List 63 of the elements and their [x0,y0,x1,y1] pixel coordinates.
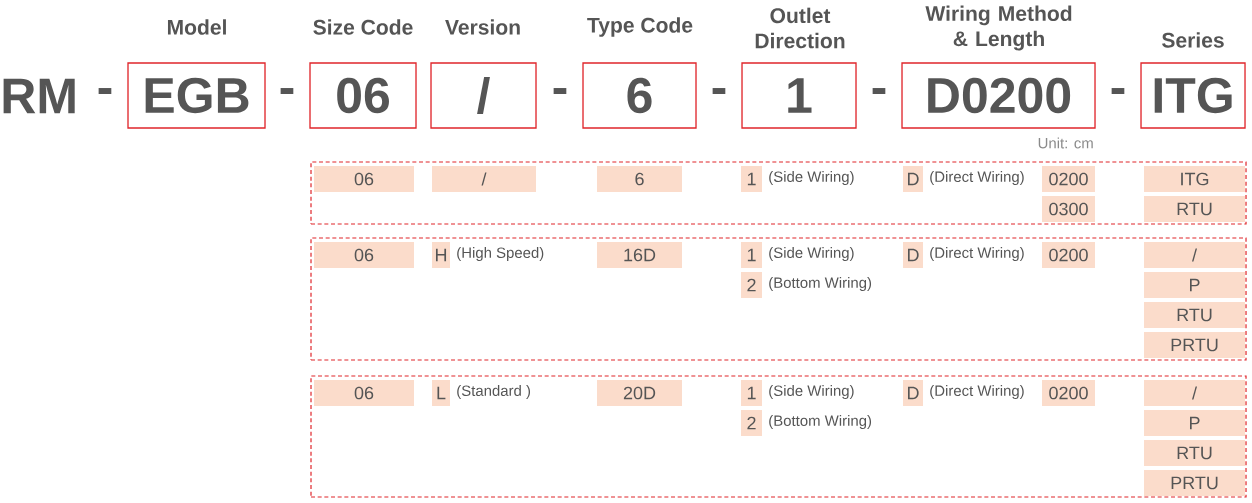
column-heading: Size Code [313,19,413,35]
description-text: (Bottom Wiring) [769,415,872,429]
code-cell: 0300 [1042,196,1095,222]
code-cell: 0200 [1042,242,1095,268]
dashed-group-box [310,237,1247,361]
description-text: (Direct Wiring) [930,247,1024,261]
column-heading: Outlet Direction [755,7,845,49]
description-text: (Side Wiring) [769,385,854,399]
code-cell: PRTU [1144,470,1245,496]
code-cell: D [903,242,923,268]
code-cell: P [1144,410,1245,436]
code-cell: / [432,166,536,192]
code-cell: 2 [741,410,762,436]
code-cell: RTU [1144,196,1245,222]
code-cell: 1 [741,166,762,192]
description-text: (Side Wiring) [769,247,854,261]
code-box: 1 [741,62,857,129]
code-box: 6 [582,62,697,129]
code-box: / [430,62,537,129]
code-cell: / [1144,242,1245,268]
description-text: (Direct Wiring) [930,385,1024,399]
code-cell: 06 [314,242,414,268]
unit-note: Unit: cm [1038,137,1093,149]
column-heading: Model [168,19,226,35]
description-text: (Bottom Wiring) [769,277,872,291]
code-cell: 06 [314,166,414,192]
code-cell: 06 [314,380,414,406]
code-cell: 0200 [1042,380,1095,406]
code-cell: / [1144,380,1245,406]
code-cell: 16D [597,242,682,268]
code-cell: D [903,380,923,406]
column-heading: Version [445,19,520,35]
code-cell: RTU [1144,440,1245,466]
code-text: - [872,88,886,94]
code-cell: P [1144,272,1245,298]
column-heading: Type Code [587,17,693,37]
code-box: ITG [1140,62,1246,129]
code-cell: 1 [741,380,762,406]
description-text: (High Speed) [457,247,544,261]
code-text: - [712,88,726,94]
code-text: - [280,88,294,94]
code-text: - [553,88,567,94]
code-cell: D [903,166,923,192]
code-box: D0200 [901,62,1096,129]
code-cell: 0200 [1042,166,1095,192]
code-box: EGB [127,62,266,129]
code-cell: 6 [597,166,682,192]
code-cell: 20D [597,380,682,406]
code-text: RM [3,78,75,114]
code-cell: ITG [1144,166,1245,192]
code-text: - [1111,88,1125,94]
dashed-group-box [310,161,1247,225]
description-text: (Side Wiring) [769,171,854,185]
dashed-group-box [310,375,1247,498]
description-text: (Direct Wiring) [930,171,1024,185]
code-cell: H [432,242,450,268]
code-cell: PRTU [1144,332,1245,358]
description-text: (Standard ) [457,385,530,399]
code-cell: 1 [741,242,762,268]
code-cell: 2 [741,272,762,298]
code-box: 06 [309,62,417,129]
code-cell: L [432,380,450,406]
code-cell: RTU [1144,302,1245,328]
